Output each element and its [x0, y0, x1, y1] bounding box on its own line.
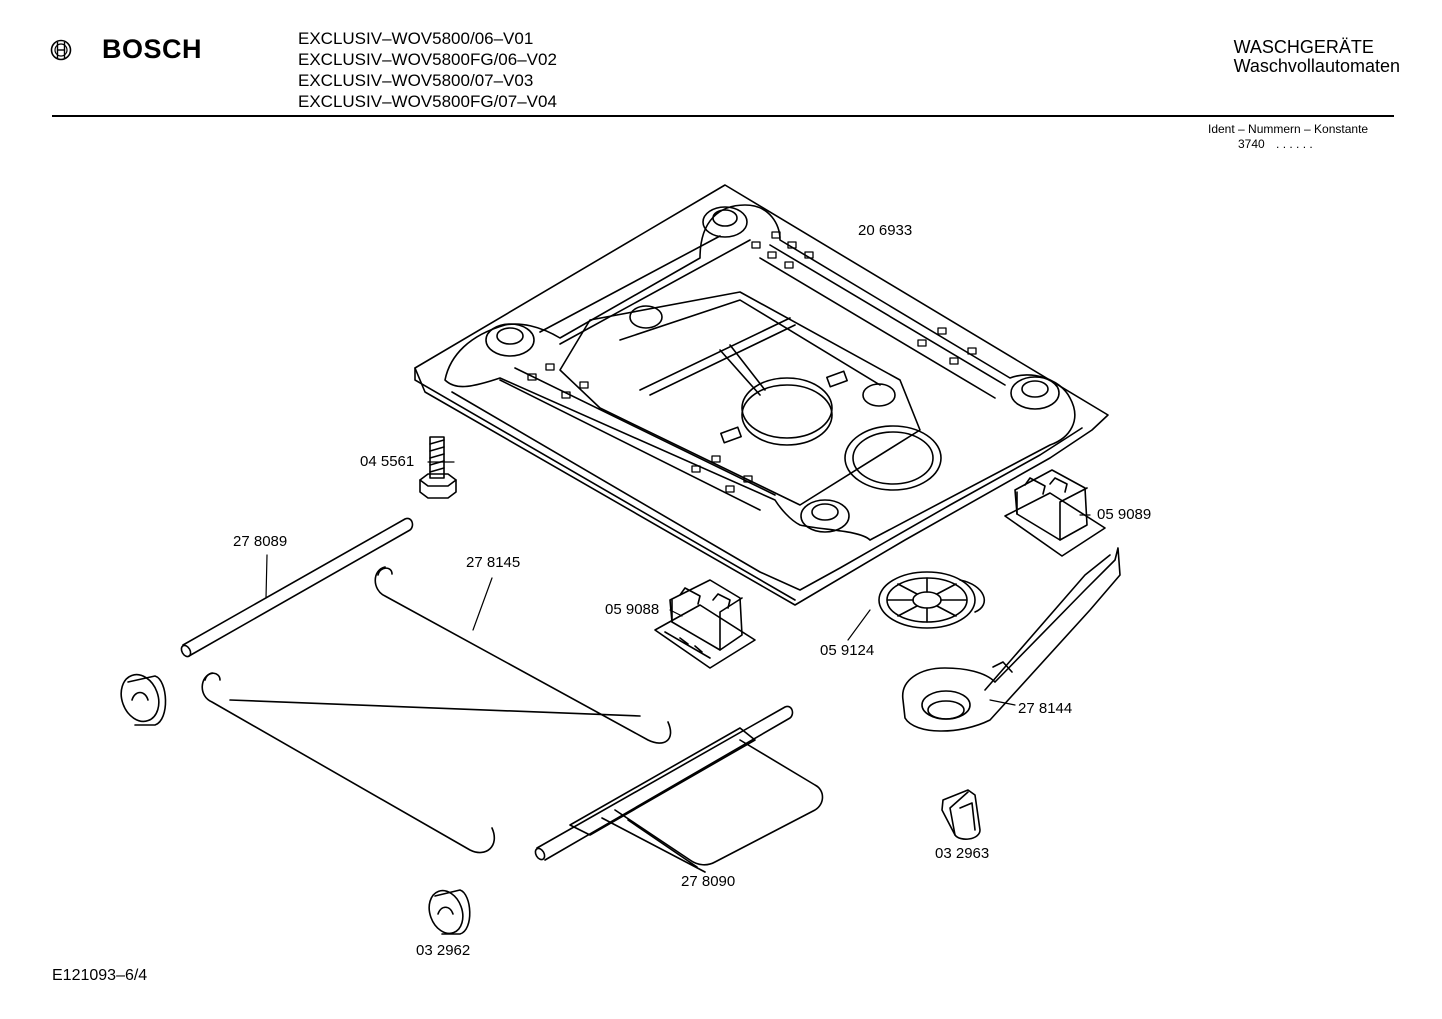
part-label-lever: 27 8144: [1018, 700, 1073, 717]
part-label-fan-cover: 05 9124: [820, 642, 875, 659]
ident-value-row: 3740 . . . . . .: [1208, 137, 1368, 152]
drawing-code: E121093–6/4: [52, 967, 148, 984]
rod-bent-drawing: [201, 566, 672, 854]
part-label-bracket: 27 8090: [681, 873, 736, 890]
category-block: WASCHGERÄTE Waschvollautomaten: [1234, 38, 1400, 76]
screw-drawing: [419, 436, 457, 499]
cap-small-drawing: [941, 789, 981, 840]
bracket-drawing: [534, 705, 824, 873]
brand-block: BOSCH: [50, 34, 202, 65]
part-label-base-plate: 20 6933: [858, 222, 913, 239]
ident-value: 3740: [1238, 137, 1265, 151]
model-line: EXCLUSIV–WOV5800FG/07–V04: [298, 92, 557, 111]
part-label-screw: 04 5561: [360, 453, 415, 470]
ident-label: Ident – Nummern – Konstante: [1208, 122, 1369, 136]
part-label-foot-lower: 03 2962: [416, 942, 471, 959]
clip-right-drawing: [1004, 469, 1106, 557]
foot-lower-drawing: [428, 889, 471, 935]
foot-left-drawing: [120, 673, 167, 726]
model-line: EXCLUSIV–WOV5800/07–V03: [298, 71, 534, 90]
clip-left-drawing: [654, 579, 756, 669]
part-label-clip-left: 05 9088: [605, 601, 660, 618]
bosch-armature-icon: [50, 39, 72, 60]
ident-block: Ident – Nummern – Konstante 3740 . . . .…: [1208, 122, 1368, 152]
fan-cover-drawing: [878, 571, 986, 629]
part-label-clip-right: 05 9089: [1097, 506, 1152, 523]
model-list: EXCLUSIV–WOV5800/06–V01 EXCLUSIV–WOV5800…: [298, 28, 557, 112]
leader-lines: [265, 461, 1091, 706]
rod-left-drawing: [180, 517, 414, 658]
part-label-rod-bent: 27 8145: [466, 554, 521, 571]
model-line: EXCLUSIV–WOV5800/06–V01: [298, 29, 534, 48]
part-label-cap-small: 03 2963: [935, 845, 990, 862]
category-title: WASCHGERÄTE: [1233, 37, 1374, 57]
category-subtitle: Waschvollautomaten: [1233, 56, 1400, 76]
brand-name: BOSCH: [102, 34, 203, 64]
header-divider: [52, 115, 1394, 117]
ident-dots: . . . . . .: [1276, 137, 1313, 151]
model-line: EXCLUSIV–WOV5800FG/06–V02: [298, 50, 557, 69]
lever-drawing: [902, 547, 1121, 732]
part-label-rod-left: 27 8089: [233, 533, 288, 550]
base-plate-drawing: [414, 184, 1109, 606]
